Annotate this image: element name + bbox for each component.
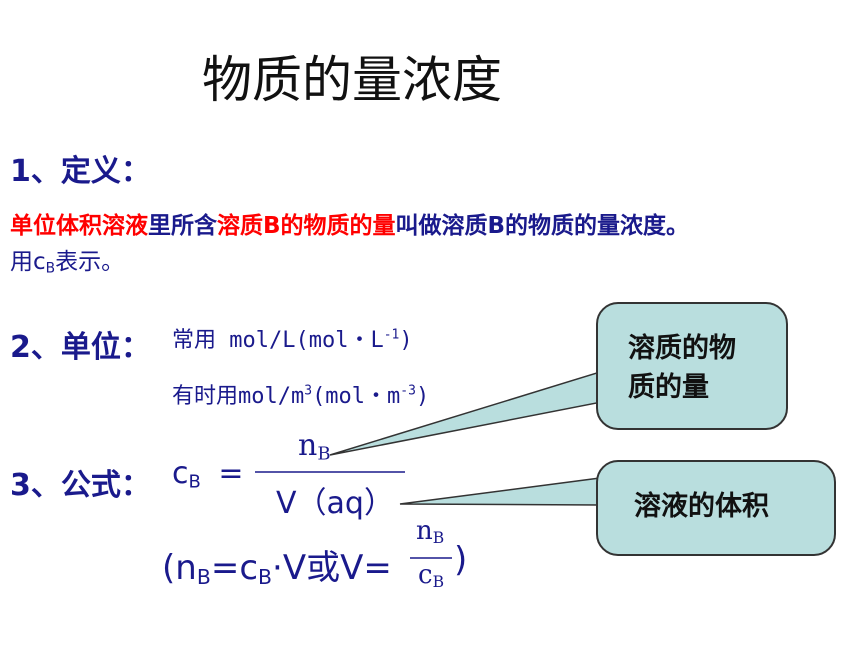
units-sometimes-close: ) — [415, 384, 430, 409]
formula-heading: 3、公式： — [10, 468, 151, 503]
definition-seg-solute-amount: 溶质B的物质的量 — [217, 213, 396, 239]
definition-symbol-prefix: 用c — [10, 249, 46, 275]
callout-solution-text: 溶液的体积 — [634, 491, 769, 522]
formula-lhs: cB = — [172, 456, 244, 493]
alt-den-c: c — [418, 560, 433, 590]
units-sometimes-sup-2: -3 — [400, 383, 416, 399]
callout-solute-amount: 溶质的物 质的量 — [596, 302, 788, 430]
alt-sub-1: B — [196, 565, 211, 590]
definition-seg-contains: 里所含 — [148, 213, 217, 239]
alt-fraction-numerator: nB — [416, 516, 444, 547]
callout-solute-line-2: 质的量 — [628, 372, 709, 403]
units-sometimes-text: 有时用mol/m — [172, 384, 305, 409]
alt-open: (n — [162, 548, 197, 588]
units-sometimes-sup: 3 — [304, 383, 313, 399]
units-sometimes-text-2: (mol・m — [312, 384, 401, 409]
formula-denominator: V（aq） — [276, 486, 394, 521]
callout-pointer-solution — [399, 477, 601, 506]
page-title: 物质的量浓度 — [202, 51, 502, 109]
formula-numerator: nB — [298, 428, 331, 465]
units-common-text: 常用 mol/L(mol・L — [172, 328, 384, 353]
formula-num-sub: B — [317, 443, 331, 465]
formula-lhs-c: c — [172, 456, 189, 491]
alt-close-paren: ) — [454, 540, 468, 580]
units-common-sup: -1 — [383, 327, 400, 343]
definition-seg-called: 叫做溶质B的物质的量浓度。 — [395, 213, 690, 239]
alt-den-sub: B — [432, 572, 445, 591]
alt-num-n: n — [416, 516, 433, 546]
callout-solute-line-1: 溶质的物 — [628, 333, 736, 364]
units-common-close: ) — [399, 328, 413, 353]
alt-sub-2: B — [258, 565, 273, 590]
definition-symbol-suffix: 表示。 — [55, 249, 125, 275]
alt-num-sub: B — [432, 528, 445, 547]
alt-mid: =c — [210, 548, 259, 588]
formula-lhs-sub: B — [188, 471, 201, 493]
units-heading: 2、单位： — [10, 330, 151, 365]
formula-alternative: (nB=cB·V或V= — [162, 540, 392, 589]
definition-line-1: 单位体积溶液里所含溶质B的物质的量叫做溶质B的物质的量浓度。 — [10, 206, 689, 240]
callout-solution-volume: 溶液的体积 — [596, 460, 836, 556]
callout-pointer-solute — [329, 371, 614, 456]
units-common: 常用 mol/L(mol・L-1) — [172, 322, 413, 354]
definition-symbol-sub: B — [45, 260, 56, 277]
alt-rest: ·V或V= — [272, 548, 392, 588]
formula-equals: = — [218, 456, 244, 491]
formula-num-n: n — [298, 428, 318, 463]
definition-seg-unit-volume-solution: 单位体积溶液 — [10, 213, 148, 239]
alt-fraction-denominator: cB — [418, 560, 444, 591]
definition-heading: 1、定义： — [10, 154, 151, 189]
units-sometimes: 有时用mol/m3(mol・m-3) — [172, 378, 429, 410]
definition-line-2: 用cB表示。 — [10, 242, 124, 276]
